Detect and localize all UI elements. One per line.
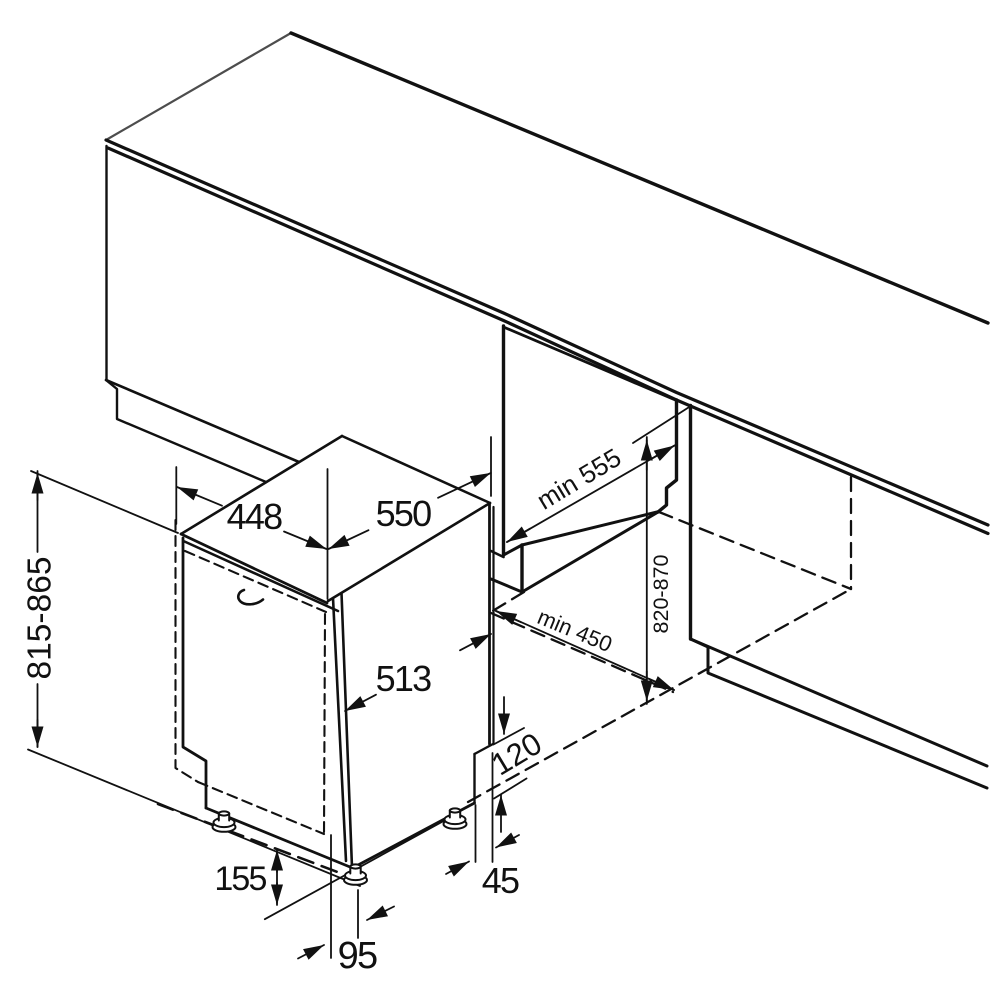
svg-text:155: 155 [214,860,266,898]
svg-text:815-865: 815-865 [22,557,59,680]
svg-text:95: 95 [338,935,377,977]
svg-text:820-870: 820-870 [649,555,673,634]
svg-text:45: 45 [482,860,519,901]
svg-text:513: 513 [376,658,431,699]
svg-text:550: 550 [376,493,431,534]
svg-text:448: 448 [227,496,282,537]
